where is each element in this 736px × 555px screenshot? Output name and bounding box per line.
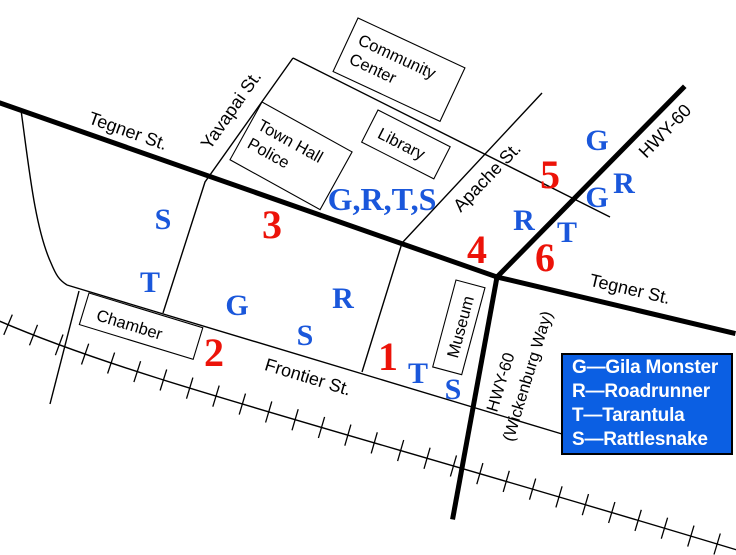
street-unnamed-southwest [49, 290, 80, 405]
red-number-marker: 2 [204, 330, 224, 375]
railroad-tick [133, 361, 142, 383]
railroad-ticks [3, 314, 721, 555]
road-tegner-east [493, 273, 736, 337]
railroad-tick [185, 377, 194, 399]
railroad-tick [449, 455, 458, 477]
railroad-tick [476, 462, 484, 485]
railroad-tick [344, 424, 352, 446]
railroad-line [0, 320, 736, 551]
railroad-tick [106, 352, 116, 374]
street-unnamed-north [292, 57, 611, 218]
frontier-label: Frontier St. [263, 354, 354, 399]
street-yavapai [162, 57, 294, 314]
legend-entry-roadrunner: R—Roadrunner [572, 381, 710, 402]
street-connector-curve [20, 109, 68, 286]
blue-letter-marker: S [445, 373, 462, 406]
building-chamber: Chamber [78, 292, 204, 361]
railroad-tick [238, 393, 247, 415]
building-museum [432, 279, 486, 376]
blue-letter-marker: G [585, 124, 608, 157]
railroad-tick [159, 369, 168, 391]
building-community-center: Community Center [332, 17, 466, 123]
railroad-tick [528, 478, 537, 500]
railroad-tick [264, 401, 273, 423]
railroad-tick [291, 409, 299, 431]
railroad-tick [713, 533, 721, 555]
street-frontier [66, 284, 563, 435]
railroad-tick [370, 432, 378, 454]
legend-entry-tarantula: T—Tarantula [572, 405, 685, 426]
road-hwy60-south [450, 274, 500, 520]
railroad-tick [555, 486, 563, 508]
railroad-tick [3, 314, 13, 336]
red-number-marker: 4 [467, 227, 487, 272]
road-hwy60-northeast [493, 84, 687, 281]
blue-letter-group-marker: G,R,T,S [328, 181, 437, 217]
railroad-tick [28, 324, 39, 346]
blue-letter-marker: T [140, 266, 160, 299]
railroad-tick [634, 509, 642, 532]
legend-entry-gila-monster: G—Gila Monster [572, 357, 719, 378]
blue-letter-marker: S [297, 319, 314, 352]
red-number-marker: 6 [535, 235, 555, 280]
railroad-tick [80, 343, 90, 365]
blue-letter-marker: T [408, 357, 428, 390]
railroad-tick [660, 517, 669, 539]
railroad-tick [423, 447, 431, 469]
blue-letter-marker: R [332, 282, 354, 315]
railroad-tick [396, 439, 405, 462]
blue-letter-marker: R [613, 167, 635, 200]
blue-letter-marker: S [155, 203, 172, 236]
legend-box: G—Gila Monster R—Roadrunner T—Tarantula … [561, 353, 733, 455]
blue-letter-marker: G [585, 181, 608, 214]
blue-letter-marker: R [513, 204, 535, 237]
railroad-tick [212, 385, 220, 407]
blue-letter-marker: T [557, 216, 577, 249]
railroad-tick [687, 525, 695, 547]
legend-entry-rattlesnake: S—Rattlesnake [572, 429, 708, 450]
red-number-marker: 3 [262, 202, 282, 247]
red-number-marker: 1 [378, 334, 398, 379]
railroad-tick [54, 334, 64, 356]
blue-letter-marker: G [225, 289, 248, 322]
railroad-tick [502, 470, 510, 493]
railroad-tick [607, 501, 616, 524]
red-number-marker: 5 [540, 152, 560, 197]
road-tegner-west [0, 100, 501, 281]
railroad-tick [581, 493, 590, 516]
railroad-tick [317, 416, 326, 439]
